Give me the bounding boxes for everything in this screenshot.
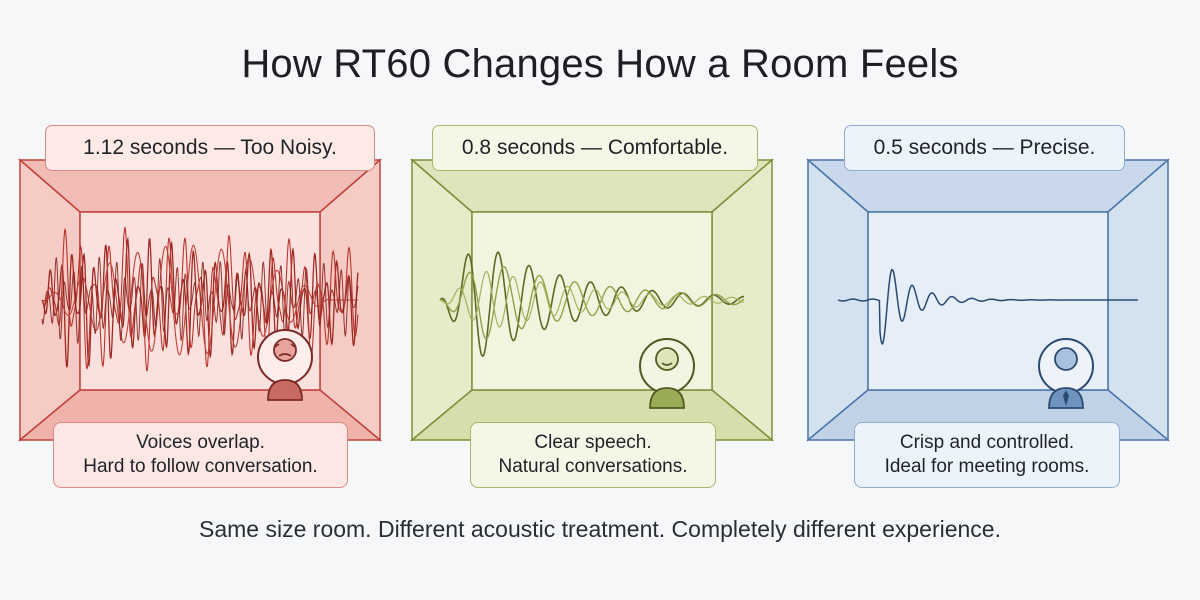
room-illustration-green xyxy=(409,158,775,442)
rt60-label-blue: 0.5 seconds — Precise. xyxy=(844,125,1125,171)
caption-line-1: Voices overlap. xyxy=(136,432,265,453)
businessperson-icon xyxy=(1038,338,1094,409)
room-panel-precise: 0.5 seconds — Precise. Crisp and control… xyxy=(805,120,1171,500)
waveform-trace xyxy=(439,270,745,328)
footer-caption: Same size room. Different acoustic treat… xyxy=(199,516,1001,542)
smiling-person-icon xyxy=(639,338,695,409)
caption-line-2: Hard to follow conversation. xyxy=(83,456,318,477)
rt60-label-red: 1.12 seconds — Too Noisy. xyxy=(45,125,375,171)
waveform-trace xyxy=(41,226,359,372)
caption-line-2: Ideal for meeting rooms. xyxy=(884,456,1090,477)
caption-green: Clear speech. Natural conversations. xyxy=(470,422,716,488)
caption-red: Voices overlap. Hard to follow conversat… xyxy=(53,422,348,488)
caption-line-1: Clear speech. xyxy=(534,432,652,453)
reverb-waveform-blue xyxy=(837,268,1138,345)
rt60-label-green: 0.8 seconds — Comfortable. xyxy=(432,125,758,171)
page-title: How RT60 Changes How a Room Feels xyxy=(241,42,959,86)
stressed-person-icon xyxy=(257,329,313,401)
room-panel-too-noisy: 1.12 seconds — Too Noisy. Voices overlap… xyxy=(17,120,383,500)
waveform-trace xyxy=(41,256,359,344)
caption-blue: Crisp and controlled. Ideal for meeting … xyxy=(854,422,1120,488)
reverb-waveform-red xyxy=(41,226,359,372)
room-panel-comfortable: 0.8 seconds — Comfortable. Clear speech.… xyxy=(409,120,775,500)
room-illustration-red xyxy=(17,158,383,442)
waveform-trace xyxy=(837,268,1138,345)
reverb-waveform-green xyxy=(439,251,745,358)
caption-line-1: Crisp and controlled. xyxy=(899,432,1075,453)
caption-line-2: Natural conversations. xyxy=(498,456,688,477)
